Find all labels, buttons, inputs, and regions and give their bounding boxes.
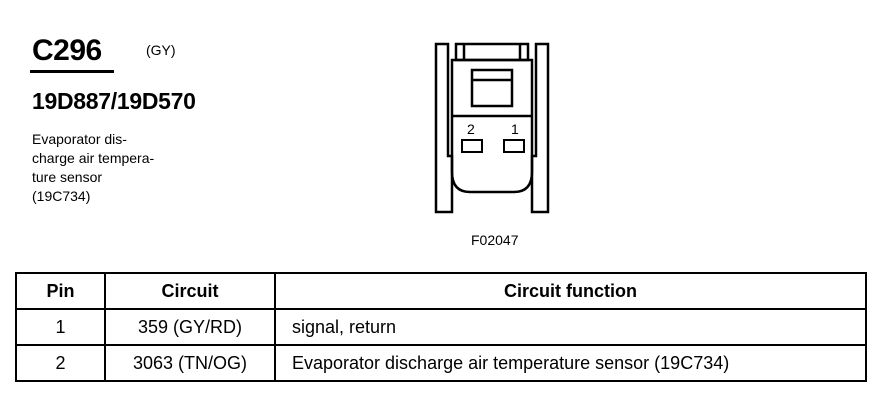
description-line: charge air tempera- bbox=[32, 150, 155, 166]
pin-cavity-1 bbox=[503, 139, 525, 153]
header-circuit-function: Circuit function bbox=[274, 272, 867, 310]
connector-id-underline bbox=[30, 70, 114, 73]
figure-code: F02047 bbox=[471, 232, 519, 248]
component-description: Evaporator dis- charge air tempera- ture… bbox=[32, 130, 202, 206]
circuit-cell: 359 (GY/RD) bbox=[104, 308, 276, 346]
description-line: ture sensor bbox=[32, 169, 103, 185]
pin-label-1: 1 bbox=[511, 121, 519, 137]
connector-body bbox=[450, 58, 534, 194]
pin-cell: 2 bbox=[15, 344, 106, 382]
lock-window bbox=[470, 68, 514, 108]
description-line: (19C734) bbox=[32, 188, 91, 204]
header-circuit: Circuit bbox=[104, 272, 276, 310]
table-row: 2 3063 (TN/OG) Evaporator discharge air … bbox=[15, 344, 867, 382]
circuit-cell: 3063 (TN/OG) bbox=[104, 344, 276, 382]
connector-diagram: 2 1 bbox=[434, 42, 550, 214]
left-latch bbox=[434, 42, 454, 214]
description-line: Evaporator dis- bbox=[32, 131, 127, 147]
color-code: (GY) bbox=[146, 42, 176, 58]
top-clip bbox=[454, 42, 530, 62]
function-cell: Evaporator discharge air temperature sen… bbox=[274, 344, 867, 382]
pin-label-2: 2 bbox=[467, 121, 475, 137]
function-cell: signal, return bbox=[274, 308, 867, 346]
pin-cell: 1 bbox=[15, 308, 106, 346]
right-latch bbox=[530, 42, 550, 214]
table-row: 1 359 (GY/RD) signal, return bbox=[15, 308, 867, 346]
pinout-table: Pin Circuit Circuit function 1 359 (GY/R… bbox=[15, 272, 867, 382]
header-pin: Pin bbox=[15, 272, 106, 310]
table-header-row: Pin Circuit Circuit function bbox=[15, 272, 867, 310]
pin-cavity-2 bbox=[461, 139, 483, 153]
connector-id: C296 bbox=[32, 34, 102, 67]
part-numbers: 19D887/19D570 bbox=[32, 88, 196, 114]
